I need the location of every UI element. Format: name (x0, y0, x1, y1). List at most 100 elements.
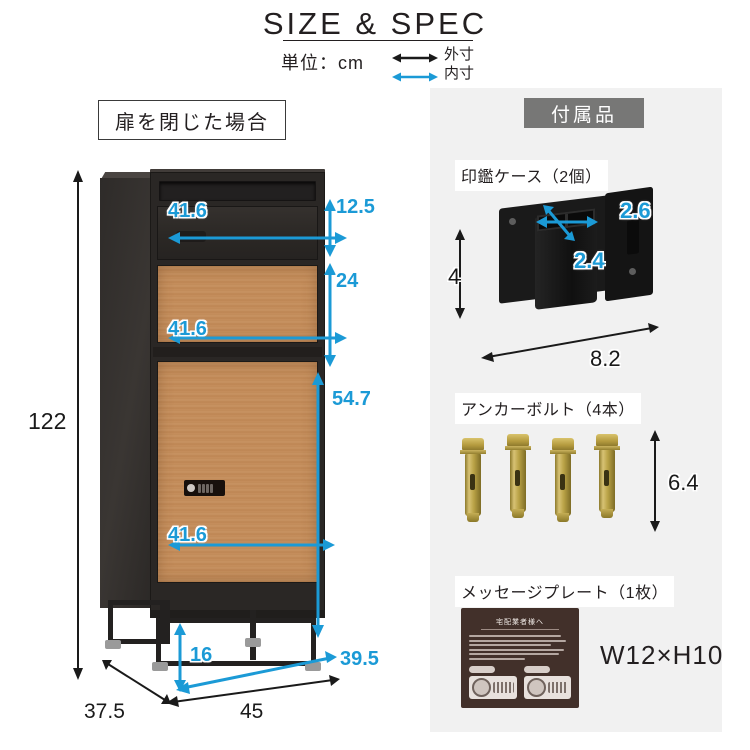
cabinet-illustration (100, 169, 325, 671)
double-arrow-black-icon (392, 52, 438, 63)
bolt-notch (515, 470, 520, 486)
bolt-washer (460, 450, 486, 454)
bolt-shaft (510, 450, 526, 518)
mail-compartment-door (157, 206, 318, 260)
message-plate-cards (469, 665, 571, 699)
dim-seal-inner-depth: 2.4 (574, 248, 605, 273)
bolt-notch (604, 470, 609, 486)
dim-seal-outer-width: 8.2 (590, 346, 621, 371)
cabinet-side-face (100, 178, 152, 608)
page-title: SIZE & SPEC (262, 6, 488, 41)
dim-inner-width-bottom: 41.6 (168, 524, 207, 546)
legend-label-inner: 内寸 (444, 65, 475, 82)
cabinet-leg-front (156, 618, 316, 666)
left-panel-title: 扉を閉じた場合 (98, 100, 286, 140)
lock-dial (202, 483, 205, 493)
dial-icon (472, 677, 491, 697)
section-label-seal-case: 印鑑ケース（2個） (455, 160, 608, 191)
double-arrow-blue-icon (392, 71, 438, 82)
dim-seal-inner-width: 2.6 (620, 198, 651, 223)
dim-outer-depth: 37.5 (84, 700, 125, 723)
bolt-shaft (465, 454, 481, 522)
dim-inner-width-mid: 41.6 (168, 318, 207, 340)
message-plate-body-line (469, 653, 559, 655)
message-plate-title: 宅配業者様へ (481, 617, 559, 630)
bolt-shaft (599, 450, 615, 518)
seal-case-screw-hole (629, 268, 636, 275)
lock-dial (198, 483, 201, 493)
dim-seal-outer-height: 4 (448, 264, 461, 289)
lock-bars-icon (547, 681, 568, 693)
leg-adjuster-foot (152, 662, 168, 671)
unit-label: 単位：cm (281, 53, 364, 73)
leg-adjuster-foot (245, 638, 261, 647)
cabinet-leg-strut (250, 610, 256, 660)
bolt-washer (550, 450, 576, 454)
legend: 外寸 内寸 (392, 44, 502, 84)
seal-case-divider (565, 213, 568, 229)
cabinet-base-plate (150, 610, 325, 618)
seal-case-screw-hole (509, 218, 516, 225)
bolt-tip (557, 513, 569, 522)
leg-adjuster-foot (305, 662, 321, 671)
message-plate-size: W12×H10 (600, 640, 724, 670)
dim-leg-height: 16 (190, 644, 213, 666)
legend-item-inner: 内寸 (392, 63, 502, 82)
message-plate-body-line (469, 644, 551, 646)
bolt-head (507, 434, 529, 446)
anchor-bolt (460, 438, 486, 522)
bolt-washer (505, 446, 531, 450)
dim-inner-width-top: 41.6 (168, 200, 207, 222)
seal-case-illustration (477, 186, 677, 325)
section-label-message-plate: メッセージプレート（1枚） (455, 576, 675, 607)
lock-dial (210, 483, 213, 493)
bolt-shaft (555, 454, 571, 522)
bolt-washer (594, 446, 620, 450)
bolt-tip (512, 509, 524, 518)
message-plate-card-label (469, 665, 495, 673)
anchor-bolt (550, 438, 576, 522)
lock-dial-knob (187, 484, 195, 492)
cabinet-leg-strut (160, 604, 166, 644)
section-label-anchor-bolt: アンカーボルト（4本） (455, 393, 641, 424)
upper-wood-door (157, 265, 318, 343)
dim-bolt-length: 6.4 (668, 470, 699, 495)
leg-adjuster-foot (105, 640, 121, 649)
bolt-notch (470, 474, 475, 490)
lower-wood-door (157, 361, 318, 583)
legend-item-outer: 外寸 (392, 44, 502, 63)
dim-lower-door-height: 54.7 (332, 388, 371, 410)
anchor-bolt (594, 434, 620, 518)
lock-bars-icon (493, 681, 514, 693)
mail-door-handle (176, 231, 206, 242)
message-plate-body-line (469, 648, 564, 651)
combination-lock-icon (184, 480, 225, 496)
lock-dial (206, 483, 209, 493)
bolt-head (596, 434, 618, 446)
message-plate-card-diagram (469, 675, 517, 699)
bolt-head (462, 438, 484, 450)
dim-total-height: 122 (28, 408, 67, 434)
message-plate-card-label (523, 665, 550, 673)
message-plate-body-line (469, 639, 566, 642)
mail-slot (159, 181, 316, 201)
dim-upper-door-height: 24 (336, 270, 359, 292)
bolt-notch (560, 474, 565, 490)
dial-icon (526, 677, 546, 697)
dim-inner-depth: 39.5 (340, 648, 379, 670)
cabinet-mid-rail (153, 347, 322, 357)
message-plate-card (523, 665, 571, 699)
seal-case-keyhole (627, 219, 639, 255)
dim-outer-width: 45 (240, 700, 264, 723)
anchor-bolts-illustration (460, 432, 637, 524)
message-plate-body-line (469, 635, 561, 637)
bolt-head (552, 438, 574, 450)
bolt-tip (601, 509, 613, 518)
message-plate-illustration: 宅配業者様へ (461, 608, 579, 708)
anchor-bolt (505, 434, 531, 518)
title-underline (283, 40, 473, 41)
legend-label-outer: 外寸 (444, 46, 475, 63)
message-plate-card (469, 665, 517, 699)
message-plate-card-diagram (523, 675, 571, 699)
